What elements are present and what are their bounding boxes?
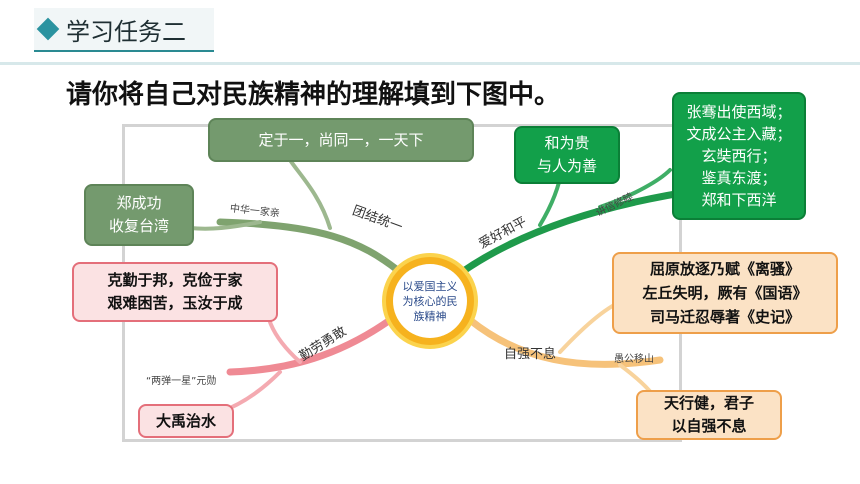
callout-strength-bottom: 天行健，君子 以自强不息: [636, 390, 782, 440]
callout-diligence-top: 克勤于邦，克俭于家 艰难困苦，玉汝于成: [72, 262, 278, 322]
section-title: 学习任务二: [34, 8, 214, 52]
branch-line-peace: [458, 186, 704, 276]
annotation-self-strength: 愚公移山: [614, 354, 654, 365]
callout-peace-right: 张骞出使西域； 文成公主入藏； 玄奘西行； 鉴真东渡； 郑和下西洋: [672, 92, 806, 220]
header-divider: [0, 62, 860, 65]
section-title-text: 学习任务二: [66, 17, 186, 46]
branch-line-peace-right: [598, 168, 672, 209]
branch-line-unity-left: [188, 220, 262, 231]
center-node: 以爱国主义为核心的民族精神: [382, 253, 478, 349]
branch-line-diligence: [226, 316, 394, 376]
instruction-text: 请你将自己对民族精神的理解填到下图中。: [66, 80, 561, 110]
center-node-label: 以爱国主义为核心的民族精神: [393, 264, 467, 338]
branch-line-unity-top: [288, 158, 332, 230]
header: 学习任务二: [0, 0, 860, 65]
callout-strength-top: 屈原放逐乃赋《离骚》 左丘失明，厥有《国语》 司马迁忍辱著《史记》: [612, 252, 838, 334]
branch-label-self-strength: 自强不息: [504, 347, 557, 362]
callout-unity-left: 郑成功 收复台湾: [84, 184, 194, 246]
branch-line-self-strength: [466, 316, 664, 368]
callout-peace-left: 和为贵 与人为善: [514, 126, 620, 184]
annotation-diligence: “两弹一星”元勋: [146, 376, 217, 387]
callout-unity-top: 定于一，尚同一，一天下: [208, 118, 474, 162]
callout-diligence-bottom: 大禹治水: [138, 404, 234, 438]
